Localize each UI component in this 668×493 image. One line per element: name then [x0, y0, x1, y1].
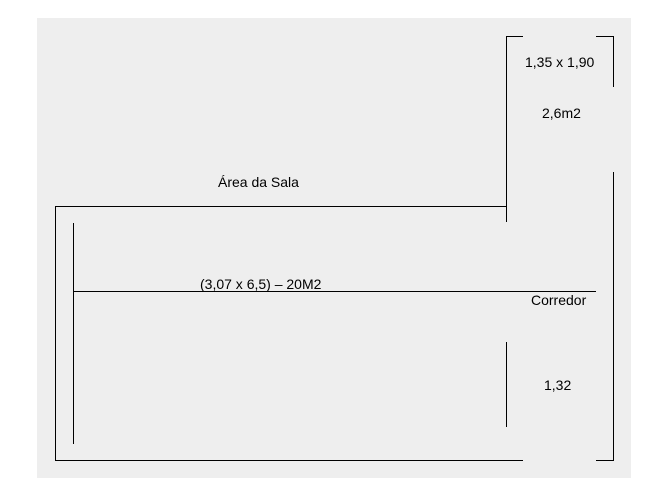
corridor-label: Corredor [531, 292, 587, 308]
small-room-area-label: 2,6m2 [542, 105, 581, 121]
small-room-dimensions-label: 1,35 x 1,90 [525, 54, 595, 70]
drawing-canvas [37, 18, 631, 478]
living-room-title-label: Área da Sala [218, 174, 299, 190]
corridor-value-label: 1,32 [544, 377, 572, 393]
living-room-dimensions-label: (3,07 x 6,5) – 20M2 [200, 276, 322, 292]
